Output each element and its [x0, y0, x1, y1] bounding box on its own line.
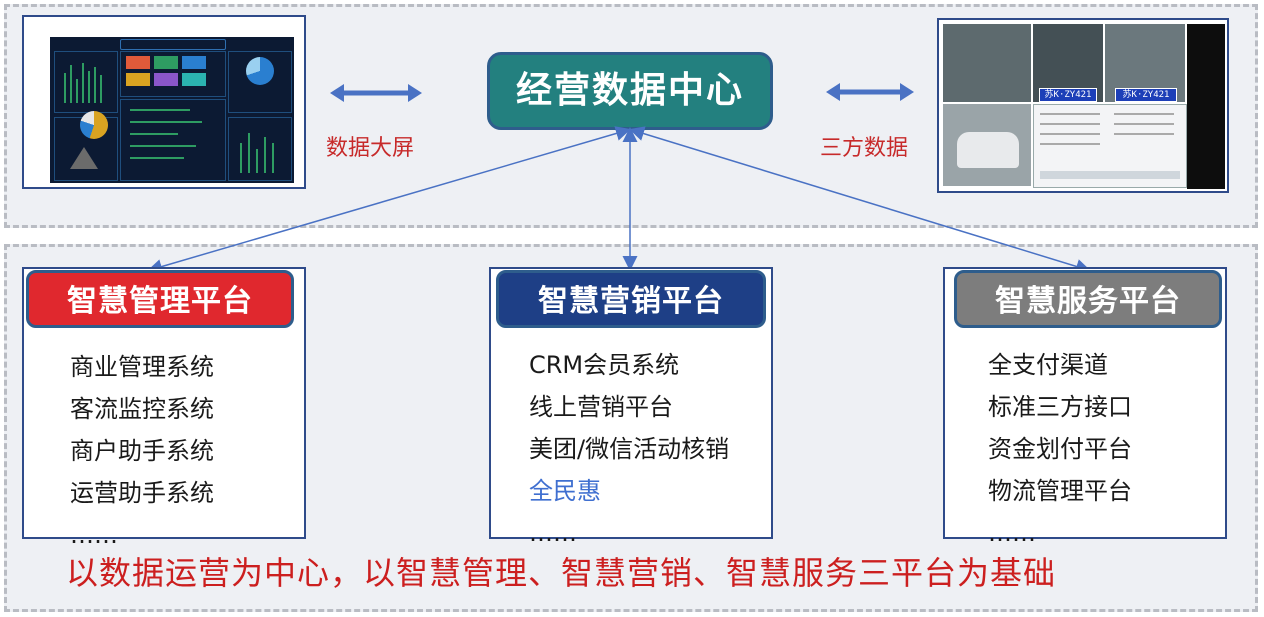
summary-footer: 以数据运营为中心，以智慧管理、智慧营销、智慧服务三平台为基础 — [66, 554, 1057, 592]
list-item: …… — [70, 521, 118, 549]
marketing-platform-list: CRM会员系统 线上营销平台 美团/微信活动核销 全民惠 …… — [529, 344, 729, 554]
list-item-highlighted: 全民惠 — [529, 477, 601, 505]
dashboard-screen-image — [50, 37, 294, 183]
service-platform-list: 全支付渠道 标准三方接口 资金划付平台 物流管理平台 …… — [988, 344, 1132, 554]
list-item: 标准三方接口 — [988, 393, 1132, 421]
management-platform-list: 商业管理系统 客流监控系统 商户助手系统 运营助手系统 …… — [70, 346, 214, 556]
data-form — [1033, 104, 1187, 188]
camera-data-preview: 苏K·ZY421 苏K·ZY421 — [937, 18, 1229, 193]
list-item: 商业管理系统 — [70, 353, 214, 381]
list-item: 美团/微信活动核销 — [529, 435, 730, 463]
list-item: 资金划付平台 — [988, 435, 1132, 463]
list-item: …… — [988, 519, 1036, 547]
big-screen-label: 数据大屏 — [326, 136, 415, 161]
camera-feed-2: 苏K·ZY421 — [1033, 24, 1103, 102]
list-item: …… — [529, 519, 577, 547]
list-item: 线上营销平台 — [529, 393, 673, 421]
camera-feed-3: 苏K·ZY421 — [1105, 24, 1185, 102]
plate-label-1: 苏K·ZY421 — [1039, 88, 1097, 102]
camera-feed-4 — [943, 104, 1031, 186]
list-item: 物流管理平台 — [988, 477, 1132, 505]
list-item: 商户助手系统 — [70, 437, 214, 465]
data-center-title: 经营数据中心 — [487, 52, 773, 130]
camera-feed-1 — [943, 24, 1031, 102]
management-platform-title: 智慧管理平台 — [26, 270, 294, 328]
list-item: 运营助手系统 — [70, 479, 214, 507]
third-party-label: 三方数据 — [820, 136, 909, 161]
list-item: CRM会员系统 — [529, 351, 680, 379]
marketing-platform-title: 智慧营销平台 — [496, 270, 766, 328]
plate-label-2: 苏K·ZY421 — [1115, 88, 1177, 102]
list-item: 全支付渠道 — [988, 351, 1108, 379]
list-item: 客流监控系统 — [70, 395, 214, 423]
service-platform-title: 智慧服务平台 — [954, 270, 1222, 328]
dashboard-preview — [22, 15, 306, 189]
